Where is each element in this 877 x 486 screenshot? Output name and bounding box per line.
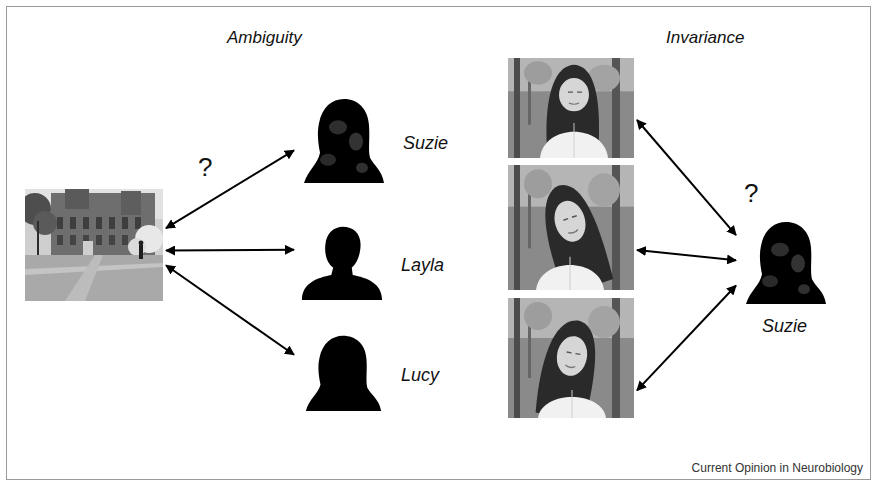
- person-silhouette: [740, 220, 830, 304]
- person-node: Suzie: [740, 220, 830, 340]
- person-silhouette: [298, 97, 388, 183]
- portrait-photo: [508, 298, 634, 418]
- double-arrow: [637, 120, 736, 235]
- person-name: Suzie: [403, 133, 448, 155]
- person-name: Layla: [401, 255, 444, 277]
- person-name: Suzie: [762, 316, 807, 338]
- person-name: Lucy: [401, 365, 439, 387]
- panel-heading: Invariance: [666, 28, 744, 48]
- question-mark: ?: [744, 178, 758, 209]
- double-arrow: [637, 286, 736, 391]
- double-arrow: [166, 265, 294, 355]
- photo-panel: [508, 58, 634, 158]
- photo-panel: [25, 189, 163, 301]
- double-arrow: [637, 250, 736, 260]
- double-arrow: [166, 150, 294, 228]
- journal-credit: Current Opinion in Neurobiology: [692, 461, 863, 475]
- frame-border: [7, 7, 871, 480]
- person-node: Layla: [298, 224, 447, 300]
- person-node: Lucy: [298, 333, 442, 411]
- person-node: Suzie: [298, 97, 451, 183]
- campus-photo: [25, 189, 163, 301]
- person-silhouette: [298, 224, 386, 300]
- photo-panel: [508, 165, 634, 290]
- portrait-photo: [508, 165, 634, 290]
- question-mark: ?: [198, 152, 212, 183]
- panel-heading: Ambiguity: [227, 28, 302, 48]
- portrait-photo: [508, 58, 634, 158]
- person-silhouette: [298, 333, 386, 411]
- double-arrow: [166, 249, 294, 252]
- photo-panel: [508, 298, 634, 418]
